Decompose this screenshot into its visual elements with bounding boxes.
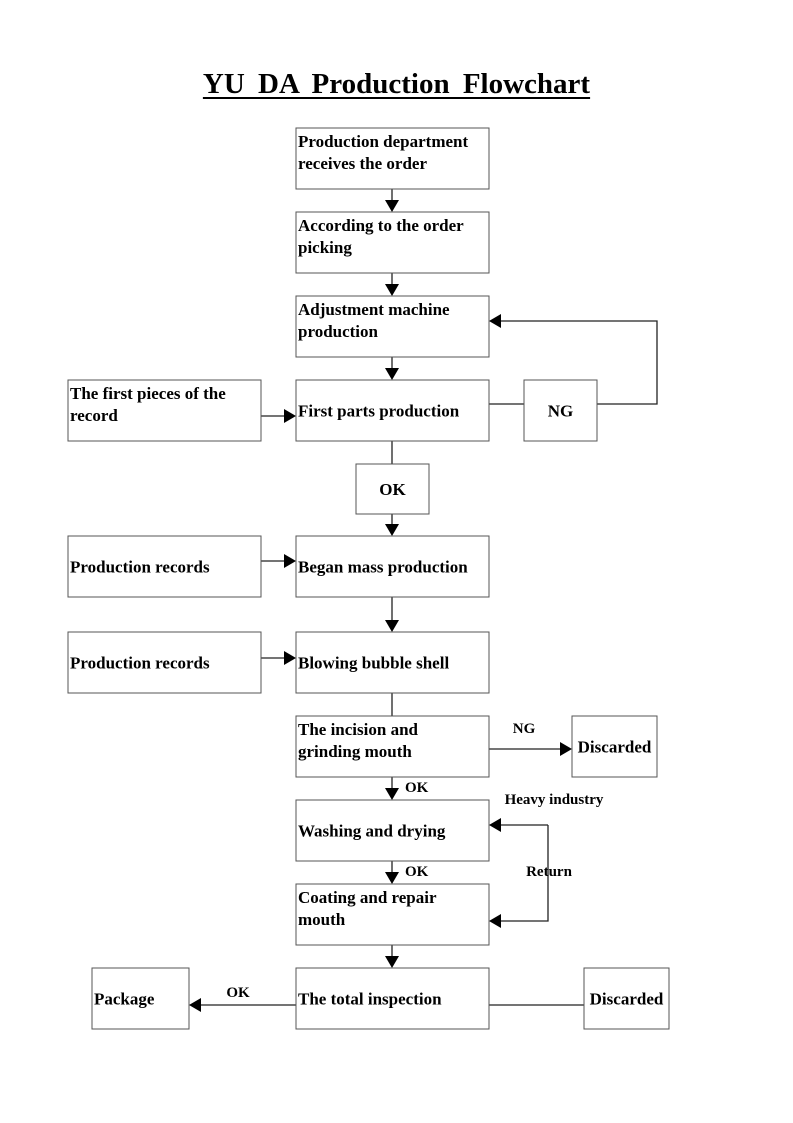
edge-label-ok3: OK <box>405 864 429 880</box>
arrow-head <box>489 818 501 832</box>
edge-label-ok2: OK <box>405 780 429 796</box>
node-box <box>523 379 598 442</box>
node-box <box>295 967 490 1030</box>
node-box <box>295 379 490 442</box>
node-blow: Blowing bubble shell <box>295 631 490 694</box>
connector-line <box>500 320 658 405</box>
arrow-head <box>385 200 399 212</box>
edge-label-ok4: OK <box>226 985 250 1001</box>
page-title: YU DA Production Flowchart <box>202 68 591 100</box>
node-box <box>295 127 490 190</box>
node-adjust: Adjustment machine production <box>295 295 490 358</box>
arrow-head <box>189 998 201 1012</box>
arrow-head <box>489 314 501 328</box>
node-label: The incision and <box>298 720 419 739</box>
nodes: Production department receives the orderA… <box>67 127 670 1030</box>
arrow-head <box>284 409 296 423</box>
node-label: Production records <box>70 558 210 577</box>
arrow-head <box>385 872 399 884</box>
node-label: Began mass production <box>298 558 468 577</box>
node-label: OK <box>379 480 406 499</box>
edge-label-return: Return <box>526 864 572 880</box>
node-box <box>91 967 190 1030</box>
node-discard2: Discarded <box>583 967 670 1030</box>
node-label: Production records <box>70 654 210 673</box>
node-discard1: Discarded <box>571 715 658 778</box>
node-box <box>67 379 262 442</box>
arrow-head <box>385 620 399 632</box>
arrow-head <box>385 524 399 536</box>
node-label: Blowing bubble shell <box>298 654 449 673</box>
node-label: The first pieces of the <box>70 384 226 403</box>
node-label: receives the order <box>298 154 427 173</box>
node-wash: Washing and drying <box>295 799 490 862</box>
arrow-head <box>489 914 501 928</box>
arrow-head <box>284 554 296 568</box>
arrow-head <box>385 788 399 800</box>
node-order: Production department receives the order <box>295 127 490 190</box>
node-box <box>295 799 490 862</box>
edge-label-heavy: Heavy industry <box>505 792 604 808</box>
node-box <box>295 883 490 946</box>
node-label: grinding mouth <box>298 742 412 761</box>
node-record1: The first pieces of the record <box>67 379 262 442</box>
node-box <box>67 631 262 694</box>
connectors <box>189 189 658 1012</box>
node-mass: Began mass production <box>295 535 490 598</box>
node-rec3: Production records <box>67 631 262 694</box>
arrow-head <box>284 651 296 665</box>
node-label: Package <box>94 990 155 1009</box>
node-label: Adjustment machine <box>298 300 450 319</box>
node-label: Production department <box>298 132 468 151</box>
node-box <box>583 967 670 1030</box>
node-label: According to the order <box>298 216 464 235</box>
node-label: mouth <box>298 910 346 929</box>
connector-line <box>500 825 549 922</box>
node-box <box>295 631 490 694</box>
node-incision: The incision and grinding mouth <box>295 715 490 778</box>
node-box <box>571 715 658 778</box>
node-box <box>295 715 490 778</box>
node-label: Coating and repair <box>298 888 437 907</box>
node-box <box>295 295 490 358</box>
node-label: record <box>70 406 118 425</box>
node-label: First parts production <box>298 402 460 421</box>
node-box <box>67 535 262 598</box>
node-label: NG <box>548 402 574 421</box>
arrow-head <box>385 368 399 380</box>
arrow-head <box>385 956 399 968</box>
node-box <box>295 211 490 274</box>
node-ng1: NG <box>523 379 598 442</box>
node-label: Discarded <box>590 990 664 1009</box>
node-label: Washing and drying <box>298 822 446 841</box>
node-package: Package <box>91 967 190 1030</box>
edge-label-ng2: NG <box>513 721 536 737</box>
node-first: First parts production <box>295 379 490 442</box>
node-box <box>295 535 490 598</box>
node-ok1: OK <box>355 463 430 515</box>
node-picking: According to the order picking <box>295 211 490 274</box>
node-label: production <box>298 322 379 341</box>
arrow-head <box>385 284 399 296</box>
node-box <box>355 463 430 515</box>
node-rec2: Production records <box>67 535 262 598</box>
node-label: picking <box>298 238 352 257</box>
node-label: Discarded <box>578 738 652 757</box>
arrow-head <box>560 742 572 756</box>
node-coat: Coating and repair mouth <box>295 883 490 946</box>
node-label: The total inspection <box>298 990 442 1009</box>
node-total: The total inspection <box>295 967 490 1030</box>
